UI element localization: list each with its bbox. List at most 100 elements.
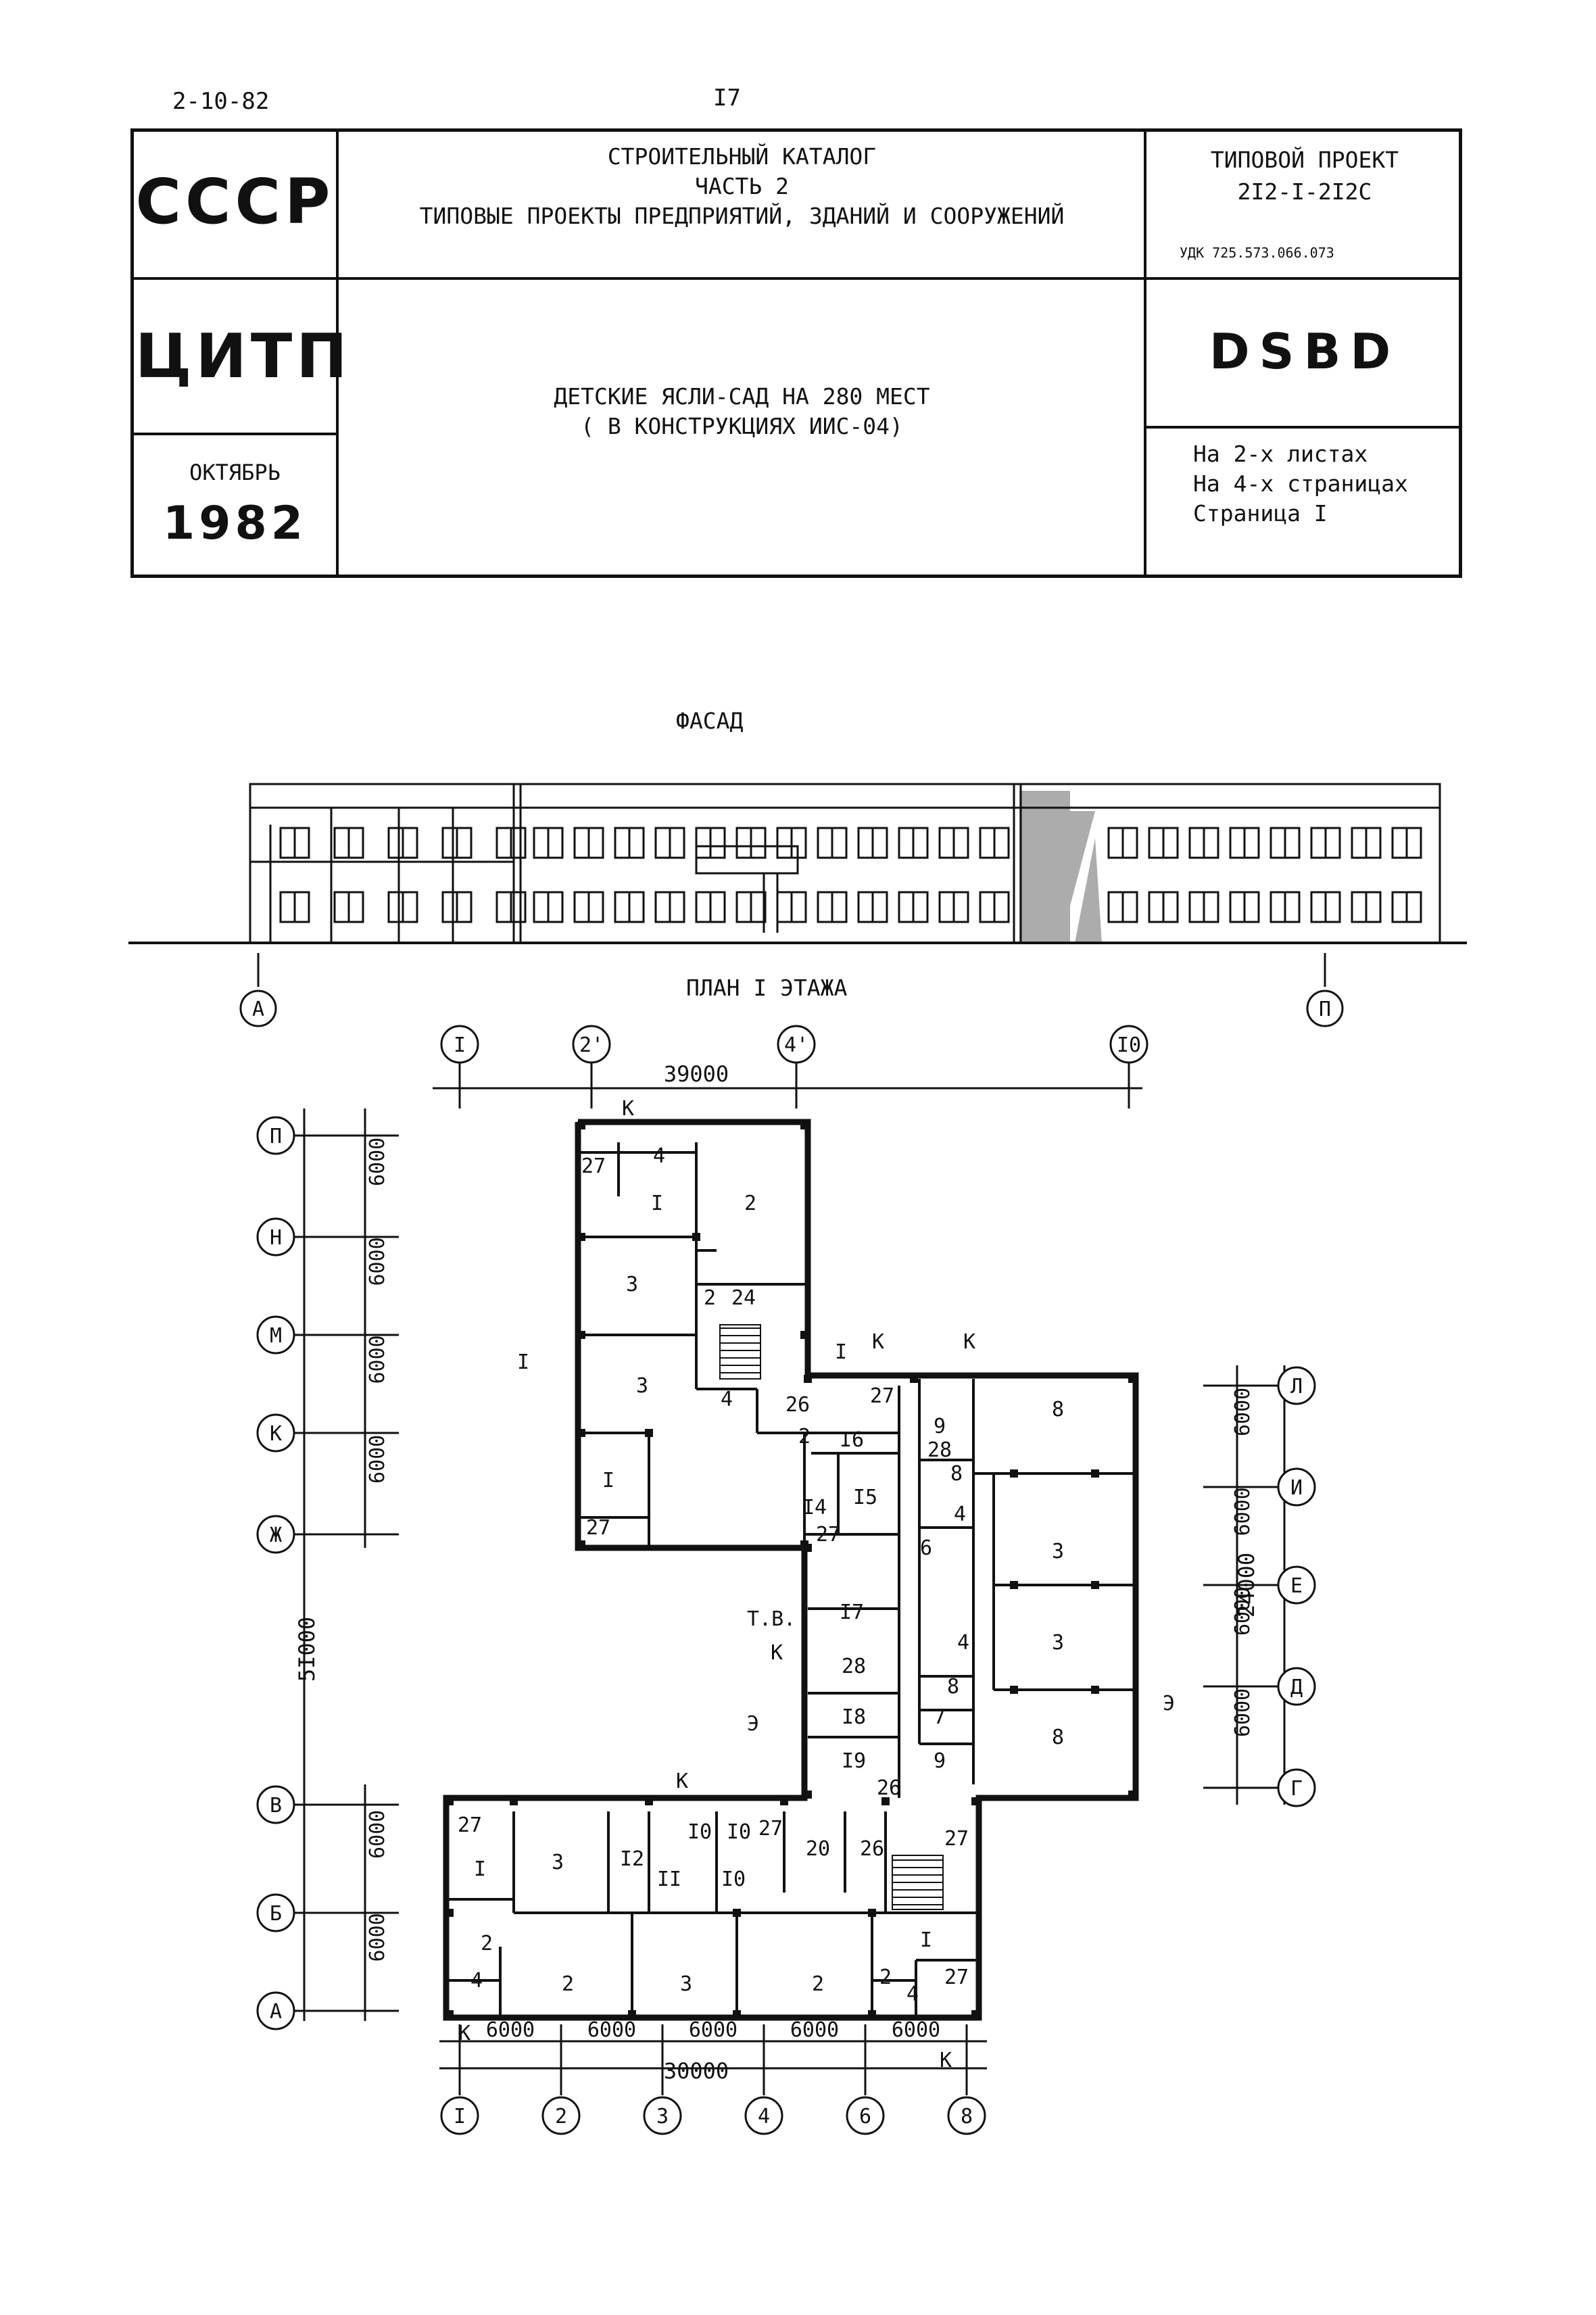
axis-label: Б — [270, 1902, 282, 1926]
left-dimension-line — [303, 1108, 366, 2021]
axis-label: Д — [1290, 1676, 1303, 1699]
room-number-label: 8 — [947, 1675, 959, 1699]
top-total-dimension: 39000 — [664, 1061, 729, 1087]
entrance-mark-k-6: К — [458, 2022, 470, 2045]
tv-label: Т.В. — [747, 1607, 796, 1631]
axis-label: I — [454, 2105, 466, 2128]
bottom-dimension-label: 6000 — [892, 2018, 940, 2042]
column-marker — [804, 1790, 812, 1799]
room-number-label: 26 — [860, 1837, 884, 1861]
left-dimension-label: 6000 — [366, 1435, 389, 1484]
e-mark-right: Э — [1163, 1692, 1175, 1715]
column-marker — [692, 1233, 700, 1241]
column-marker — [1091, 1581, 1099, 1589]
column-marker — [628, 2010, 636, 2018]
axis-label: М — [270, 1324, 282, 1348]
axis-label: В — [270, 1794, 282, 1818]
axis-label: 2' — [579, 1033, 604, 1057]
sheets-count: На 2-х листах — [1193, 441, 1368, 467]
room-number-label: 2 — [481, 1932, 493, 1955]
room-number-label: 4 — [954, 1503, 966, 1526]
right-dimension-label: 6000 — [1231, 1587, 1255, 1636]
e-mark-left: Э — [747, 1712, 759, 1736]
entrance-mark-k-4: К — [771, 1641, 783, 1665]
column-marker — [577, 1121, 585, 1129]
room-number-label: 27 — [816, 1523, 840, 1546]
room-number-label: 27 — [870, 1384, 894, 1408]
column-marker — [577, 1540, 585, 1549]
room-number-label: 26 — [785, 1393, 810, 1417]
right-dimension-label: 6000 — [1231, 1487, 1255, 1536]
column-marker — [780, 1797, 788, 1805]
room-number-label: I — [474, 1857, 486, 1881]
room-number-label: 2 — [879, 1966, 892, 1989]
bottom-dimension-line — [439, 2040, 987, 2070]
column-marker — [645, 1797, 653, 1805]
organization-label: ЦИТП — [135, 321, 352, 392]
right-dimension-label: 6000 — [1231, 1388, 1255, 1436]
room-number-label: 3 — [1052, 1631, 1064, 1655]
section-mark-1: I — [517, 1350, 529, 1374]
room-number-label: I — [602, 1469, 614, 1492]
entrance-mark-k-1: К — [622, 1097, 634, 1121]
room-number-label: 2 — [798, 1425, 811, 1448]
facade-title: ФАСАД — [676, 708, 744, 734]
plan-title: ПЛАН I ЭТАЖА — [686, 975, 848, 1001]
room-number-label: 8 — [950, 1462, 963, 1486]
bottom-dimension-label: 6000 — [587, 2018, 636, 2042]
room-number-label: 4 — [653, 1144, 665, 1168]
room-number-label: I — [920, 1928, 932, 1952]
room-number-label: II — [657, 1868, 681, 1891]
room-number-label: 4 — [470, 1969, 483, 1993]
axis-label: Е — [1290, 1574, 1303, 1598]
left-total-dimension: 5I000 — [294, 1617, 320, 1682]
column-marker — [733, 2010, 741, 2018]
room-number-label: 2 — [744, 1192, 756, 1215]
column-marker — [445, 2010, 454, 2018]
axis-label: 3 — [656, 2105, 669, 2128]
room-number-label: 26 — [877, 1776, 901, 1800]
entrance-mark-k-3: К — [963, 1330, 975, 1354]
column-marker — [445, 1797, 454, 1805]
column-marker — [868, 2010, 876, 2018]
column-marker — [804, 1375, 812, 1383]
facade-axis-left: А — [252, 998, 264, 1021]
room-number-label: I9 — [842, 1749, 866, 1773]
column-marker — [800, 1121, 808, 1129]
catalog-line-2: ЧАСТЬ 2 — [694, 173, 790, 199]
column-marker — [910, 1375, 918, 1383]
room-number-label: 27 — [944, 1827, 969, 1851]
axis-label: К — [270, 1422, 282, 1446]
pages-count: На 4-х страницах — [1193, 470, 1408, 497]
column-marker — [1128, 1375, 1136, 1383]
room-number-label: 4 — [721, 1388, 733, 1411]
axis-label: Г — [1290, 1777, 1303, 1801]
catalog-title: СТРОИТЕЛЬНЫЙ КАТАЛОГ ЧАСТЬ 2 ТИПОВЫЕ ПРО… — [341, 142, 1142, 231]
left-dimension-label: 6000 — [366, 1335, 389, 1384]
room-number-label: 3 — [680, 1972, 692, 1996]
axis-label: П — [270, 1125, 282, 1148]
room-number-label: I6 — [840, 1428, 864, 1452]
room-number-label: 6 — [920, 1536, 932, 1560]
room-number-label: 9 — [934, 1415, 946, 1438]
document-code: 2-10-82 — [172, 88, 270, 115]
facade-axis-marks: А П — [239, 953, 1344, 1027]
project-number: 2I2-I-2I2С — [1237, 178, 1372, 205]
facade-axis-right: П — [1319, 998, 1331, 1021]
room-number-label: 20 — [806, 1837, 830, 1861]
room-number-label: 7 — [934, 1705, 946, 1729]
room-number-label: 24 — [731, 1286, 756, 1310]
room-number-label: 28 — [927, 1438, 952, 1462]
bottom-total-dimension: 30000 — [664, 2058, 729, 2084]
room-number-label: 8 — [1052, 1398, 1064, 1421]
left-dimension-label: 6000 — [366, 1237, 389, 1286]
column-marker — [1010, 1469, 1018, 1478]
catalog-line-1: СТРОИТЕЛЬНЫЙ КАТАЛОГ — [607, 143, 877, 170]
room-number-label: I4 — [802, 1496, 827, 1519]
column-marker — [1010, 1581, 1018, 1589]
room-number-label: I7 — [840, 1601, 864, 1624]
room-number-label: I0 — [687, 1820, 712, 1844]
title-line-2: ( В КОНСТРУКЦИЯХ ИИС-04) — [581, 413, 903, 439]
axis-label: Н — [270, 1226, 282, 1250]
room-number-label: 2 — [812, 1972, 824, 1996]
